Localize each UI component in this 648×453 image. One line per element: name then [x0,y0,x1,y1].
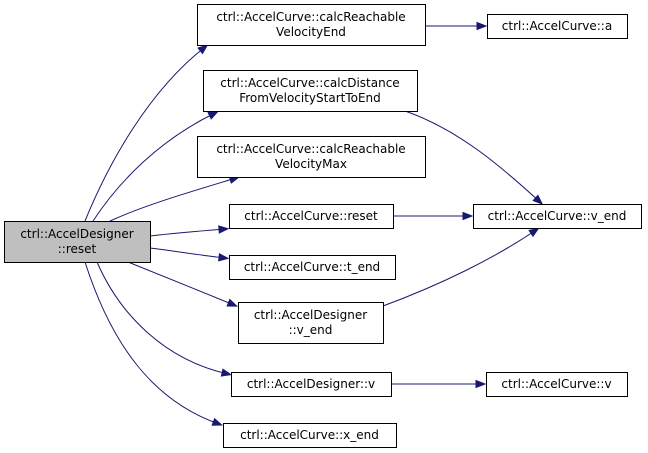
edge-line [382,229,537,307]
node-box [203,70,418,112]
node-box [229,204,394,229]
node-designer_v[interactable]: ctrl::AccelDesigner::v [231,372,392,397]
edge-root-to-calcReachableVelocityMax [109,175,241,222]
node-box [223,423,397,448]
node-curve_x_end[interactable]: ctrl::AccelCurve::x_end [223,423,397,448]
node-label: ctrl::AccelCurve::v_end [488,209,627,223]
edge-root-to-designer_v_end [127,261,239,307]
node-curve_t_end[interactable]: ctrl::AccelCurve::t_end [229,255,396,280]
edge-line [84,46,206,222]
node-label: ctrl::AccelCurve::reset [244,209,378,223]
edge-line [404,110,541,203]
node-label: ctrl::AccelCurve::calcReachable [216,10,405,24]
node-box [238,302,384,344]
edge-line [127,261,235,306]
arrow-head-icon [476,21,488,31]
node-calcReachableVelocityMax[interactable]: ctrl::AccelCurve::calcReachableVelocityM… [197,136,426,178]
node-curve_reset[interactable]: ctrl::AccelCurve::reset [229,204,394,229]
edge-root-to-designer_v [96,261,233,377]
arrow-head-icon [197,44,209,55]
edge-line [96,261,229,375]
node-calcDistance[interactable]: ctrl::AccelCurve::calcDistanceFromVeloci… [203,70,418,112]
arrow-head-icon [462,211,474,221]
node-label: ctrl::AccelDesigner [20,227,133,241]
node-box [487,14,628,39]
edge-root-to-curve_x_end [84,261,224,426]
edge-calcDistance-to-curve_v_end [404,110,544,205]
arrow-head-icon [220,368,233,377]
node-curve_v[interactable]: ctrl::AccelCurve::v [486,372,628,397]
node-box [4,221,151,263]
arrow-head-icon [207,111,219,120]
edge-designer_v_end-to-curve_v_end [382,227,540,307]
arrow-head-icon [528,227,540,238]
edge-root-to-curve_reset [149,225,230,237]
node-label: ctrl::AccelCurve::calcReachable [216,142,405,156]
edge-calcReachableVelocityEnd-to-curve_a [425,21,488,31]
node-root[interactable]: ctrl::AccelDesigner::reset [4,221,151,263]
node-box [231,372,392,397]
node-label: ctrl::AccelCurve::a [502,19,612,33]
arrow-head-icon [218,225,230,234]
node-label: ctrl::AccelCurve::x_end [240,428,379,442]
node-label: ctrl::AccelDesigner::v [247,377,375,391]
arrow-head-icon [218,253,230,262]
node-curve_v_end[interactable]: ctrl::AccelCurve::v_end [473,204,642,229]
node-label: ctrl::AccelCurve::calcDistance [220,76,399,90]
edge-line [84,261,220,425]
node-designer_v_end[interactable]: ctrl::AccelDesigner::v_end [238,302,384,344]
edge-root-to-calcDistance [92,111,219,222]
edge-line [149,247,226,259]
node-box [229,255,396,280]
edge-designer_v-to-curve_v [391,379,487,389]
arrow-head-icon [211,417,224,426]
node-box [197,4,426,46]
node-label: FromVelocityStartToEnd [239,91,381,105]
arrow-head-icon [475,379,487,389]
edge-line [92,112,216,222]
node-label: ctrl::AccelCurve::v [501,377,611,391]
node-label: VelocityEnd [276,25,346,39]
node-box [486,372,628,397]
node-label: VelocityMax [275,157,347,171]
edge-root-to-calcReachableVelocityEnd [84,44,209,222]
node-box [473,204,642,229]
edge-line [149,228,226,237]
node-label: ::reset [58,242,97,256]
node-curve_a[interactable]: ctrl::AccelCurve::a [487,14,628,39]
edge-root-to-curve_t_end [149,247,230,262]
node-label: ctrl::AccelCurve::t_end [244,260,380,274]
node-label: ctrl::AccelDesigner [254,308,367,322]
edge-line [109,177,237,222]
node-label: ::v_end [289,323,333,337]
node-box [197,136,426,178]
node-calcReachableVelocityEnd[interactable]: ctrl::AccelCurve::calcReachableVelocityE… [197,4,426,46]
arrow-head-icon [532,194,544,205]
edge-curve_reset-to-curve_v_end [393,211,474,221]
edges-layer [84,21,544,426]
arrow-head-icon [226,298,239,307]
nodes-layer: ctrl::AccelDesigner::resetctrl::AccelCur… [4,4,642,448]
